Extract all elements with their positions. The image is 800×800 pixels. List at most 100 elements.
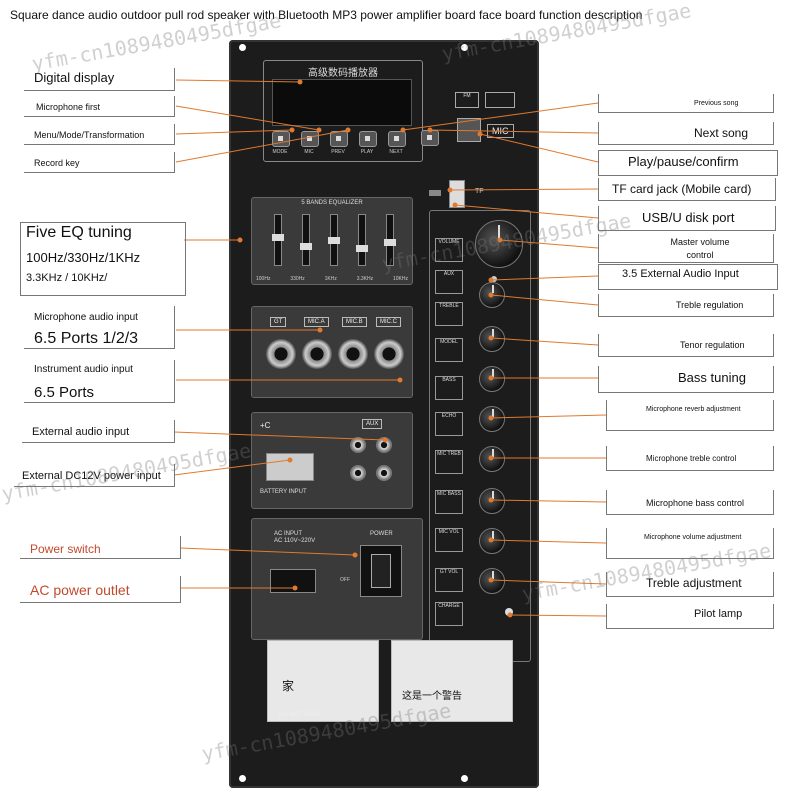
player-title: 高级数码播放器 bbox=[308, 68, 378, 79]
eq-freq-label: 10KHz bbox=[392, 276, 408, 282]
button-label: PREV bbox=[331, 149, 345, 155]
label-ac-outlet: AC power outlet bbox=[30, 582, 130, 598]
eq-slider[interactable] bbox=[272, 214, 284, 266]
label-box bbox=[606, 528, 774, 559]
ctrl-label: MIC TREB bbox=[435, 450, 463, 474]
label-mic-volume: Microphone volume adjustment bbox=[644, 534, 742, 541]
eq-slider[interactable] bbox=[300, 214, 312, 266]
aux-rca-l2[interactable] bbox=[350, 465, 366, 481]
ac-power-outlet[interactable] bbox=[270, 569, 316, 593]
label-box bbox=[22, 420, 175, 443]
label-dc12v: External DC12V power input bbox=[22, 470, 161, 482]
ctrl-label: MIC BASS bbox=[435, 490, 463, 514]
eq-slider[interactable] bbox=[328, 214, 340, 266]
button-label: NEXT bbox=[389, 149, 403, 155]
leader-dot bbox=[292, 585, 298, 591]
label-previous-song: Previous song bbox=[694, 100, 739, 107]
label-mic-treble: Microphone treble control bbox=[646, 454, 737, 463]
label-box bbox=[14, 464, 175, 487]
label-ports: 6.5 Ports bbox=[34, 384, 95, 401]
leader-line bbox=[173, 431, 386, 441]
plus-c-label: +C bbox=[260, 421, 271, 430]
label-box bbox=[598, 366, 774, 393]
mic-jack-b[interactable] bbox=[338, 339, 368, 369]
tf-label: TF bbox=[475, 188, 484, 195]
leader-dot bbox=[477, 131, 483, 137]
leader-dot bbox=[507, 612, 513, 618]
mic-tag-gt: GT bbox=[270, 317, 287, 327]
leader-line bbox=[490, 337, 599, 346]
power-switch[interactable] bbox=[360, 545, 402, 597]
fm-badge: FM bbox=[455, 92, 479, 108]
mic-jack-a[interactable] bbox=[302, 339, 332, 369]
mp3-player-module: 高级数码播放器 MODE MIC PREV PLAY NEXT bbox=[263, 60, 423, 162]
battery-terminal[interactable] bbox=[266, 453, 314, 481]
leader-line bbox=[175, 129, 293, 135]
aux-tag: AUX bbox=[362, 419, 383, 429]
label-box bbox=[24, 96, 175, 117]
label-box bbox=[598, 178, 776, 201]
digital-display bbox=[272, 79, 412, 126]
leader-dot bbox=[488, 335, 494, 341]
label-box bbox=[606, 446, 774, 471]
aux-rca-r2[interactable] bbox=[376, 465, 392, 481]
ctrl-label: TREBLE bbox=[435, 302, 463, 326]
aux-35-jack[interactable] bbox=[491, 276, 497, 282]
leader-dot bbox=[289, 127, 295, 133]
leader-line bbox=[490, 539, 607, 544]
master-volume-knob[interactable] bbox=[475, 220, 523, 268]
warning-sticker-right: 这是一个警告 bbox=[391, 640, 513, 722]
leader-line bbox=[490, 499, 607, 503]
label-digital-display: Digital display bbox=[34, 70, 115, 85]
label-play-pause: Play/pause/confirm bbox=[628, 154, 739, 169]
eq-slider[interactable] bbox=[356, 214, 368, 266]
play-button[interactable] bbox=[388, 131, 406, 147]
prev-button[interactable] bbox=[359, 131, 377, 147]
mic-tag-a: MIC.A bbox=[304, 317, 329, 327]
treble-knob[interactable] bbox=[479, 282, 505, 308]
leader-line bbox=[175, 129, 349, 163]
battery-input-label: BATTERY INPUT bbox=[260, 489, 307, 495]
label-menu-mode: Menu/Mode/Transformation bbox=[34, 130, 145, 140]
off-label: OFF bbox=[340, 577, 350, 583]
leader-dot bbox=[497, 237, 503, 243]
leader-dot bbox=[488, 375, 494, 381]
button-label: MIC bbox=[304, 149, 314, 155]
label-external-35: 3.5 External Audio Input bbox=[622, 268, 739, 280]
label-microphone-first: Microphone first bbox=[36, 102, 101, 112]
leader-line bbox=[402, 102, 599, 131]
leader-line bbox=[490, 579, 607, 585]
aux-rca-l[interactable] bbox=[350, 437, 366, 453]
leader-dot bbox=[237, 237, 243, 243]
label-box bbox=[20, 222, 186, 296]
do-not-open-label: DO NOT OPEN bbox=[279, 712, 321, 718]
instrument-jack[interactable] bbox=[266, 339, 296, 369]
mic-jack-c[interactable] bbox=[374, 339, 404, 369]
label-mic-audio-input: Microphone audio input bbox=[34, 312, 138, 323]
aux-rca-r[interactable] bbox=[376, 437, 392, 453]
leader-dot bbox=[287, 457, 293, 463]
leader-dot bbox=[488, 292, 494, 298]
label-tf-card: TF card jack (Mobile card) bbox=[612, 182, 752, 196]
label-box bbox=[24, 124, 175, 145]
mounting-hole bbox=[461, 775, 468, 782]
leader-dot bbox=[352, 552, 358, 558]
mic-input-panel: GT MIC.A MIC.B MIC.C bbox=[251, 306, 413, 398]
eq-slider[interactable] bbox=[384, 214, 396, 266]
label-box bbox=[606, 400, 774, 431]
ctrl-label: AUX bbox=[435, 270, 463, 294]
pilot-lamp bbox=[505, 608, 513, 616]
tf-card-slot[interactable] bbox=[429, 190, 441, 196]
usb-port[interactable] bbox=[449, 180, 465, 208]
leader-dot bbox=[382, 437, 388, 443]
label-treble-adjustment: Treble adjustment bbox=[646, 576, 742, 590]
amplifier-board: 高级数码播放器 MODE MIC PREV PLAY NEXT FM MIC T… bbox=[229, 40, 539, 788]
label-box bbox=[598, 122, 774, 145]
gt-volume-knob[interactable] bbox=[479, 568, 505, 594]
leader-line bbox=[490, 275, 599, 281]
label-box bbox=[606, 490, 774, 515]
label-box bbox=[24, 152, 175, 173]
